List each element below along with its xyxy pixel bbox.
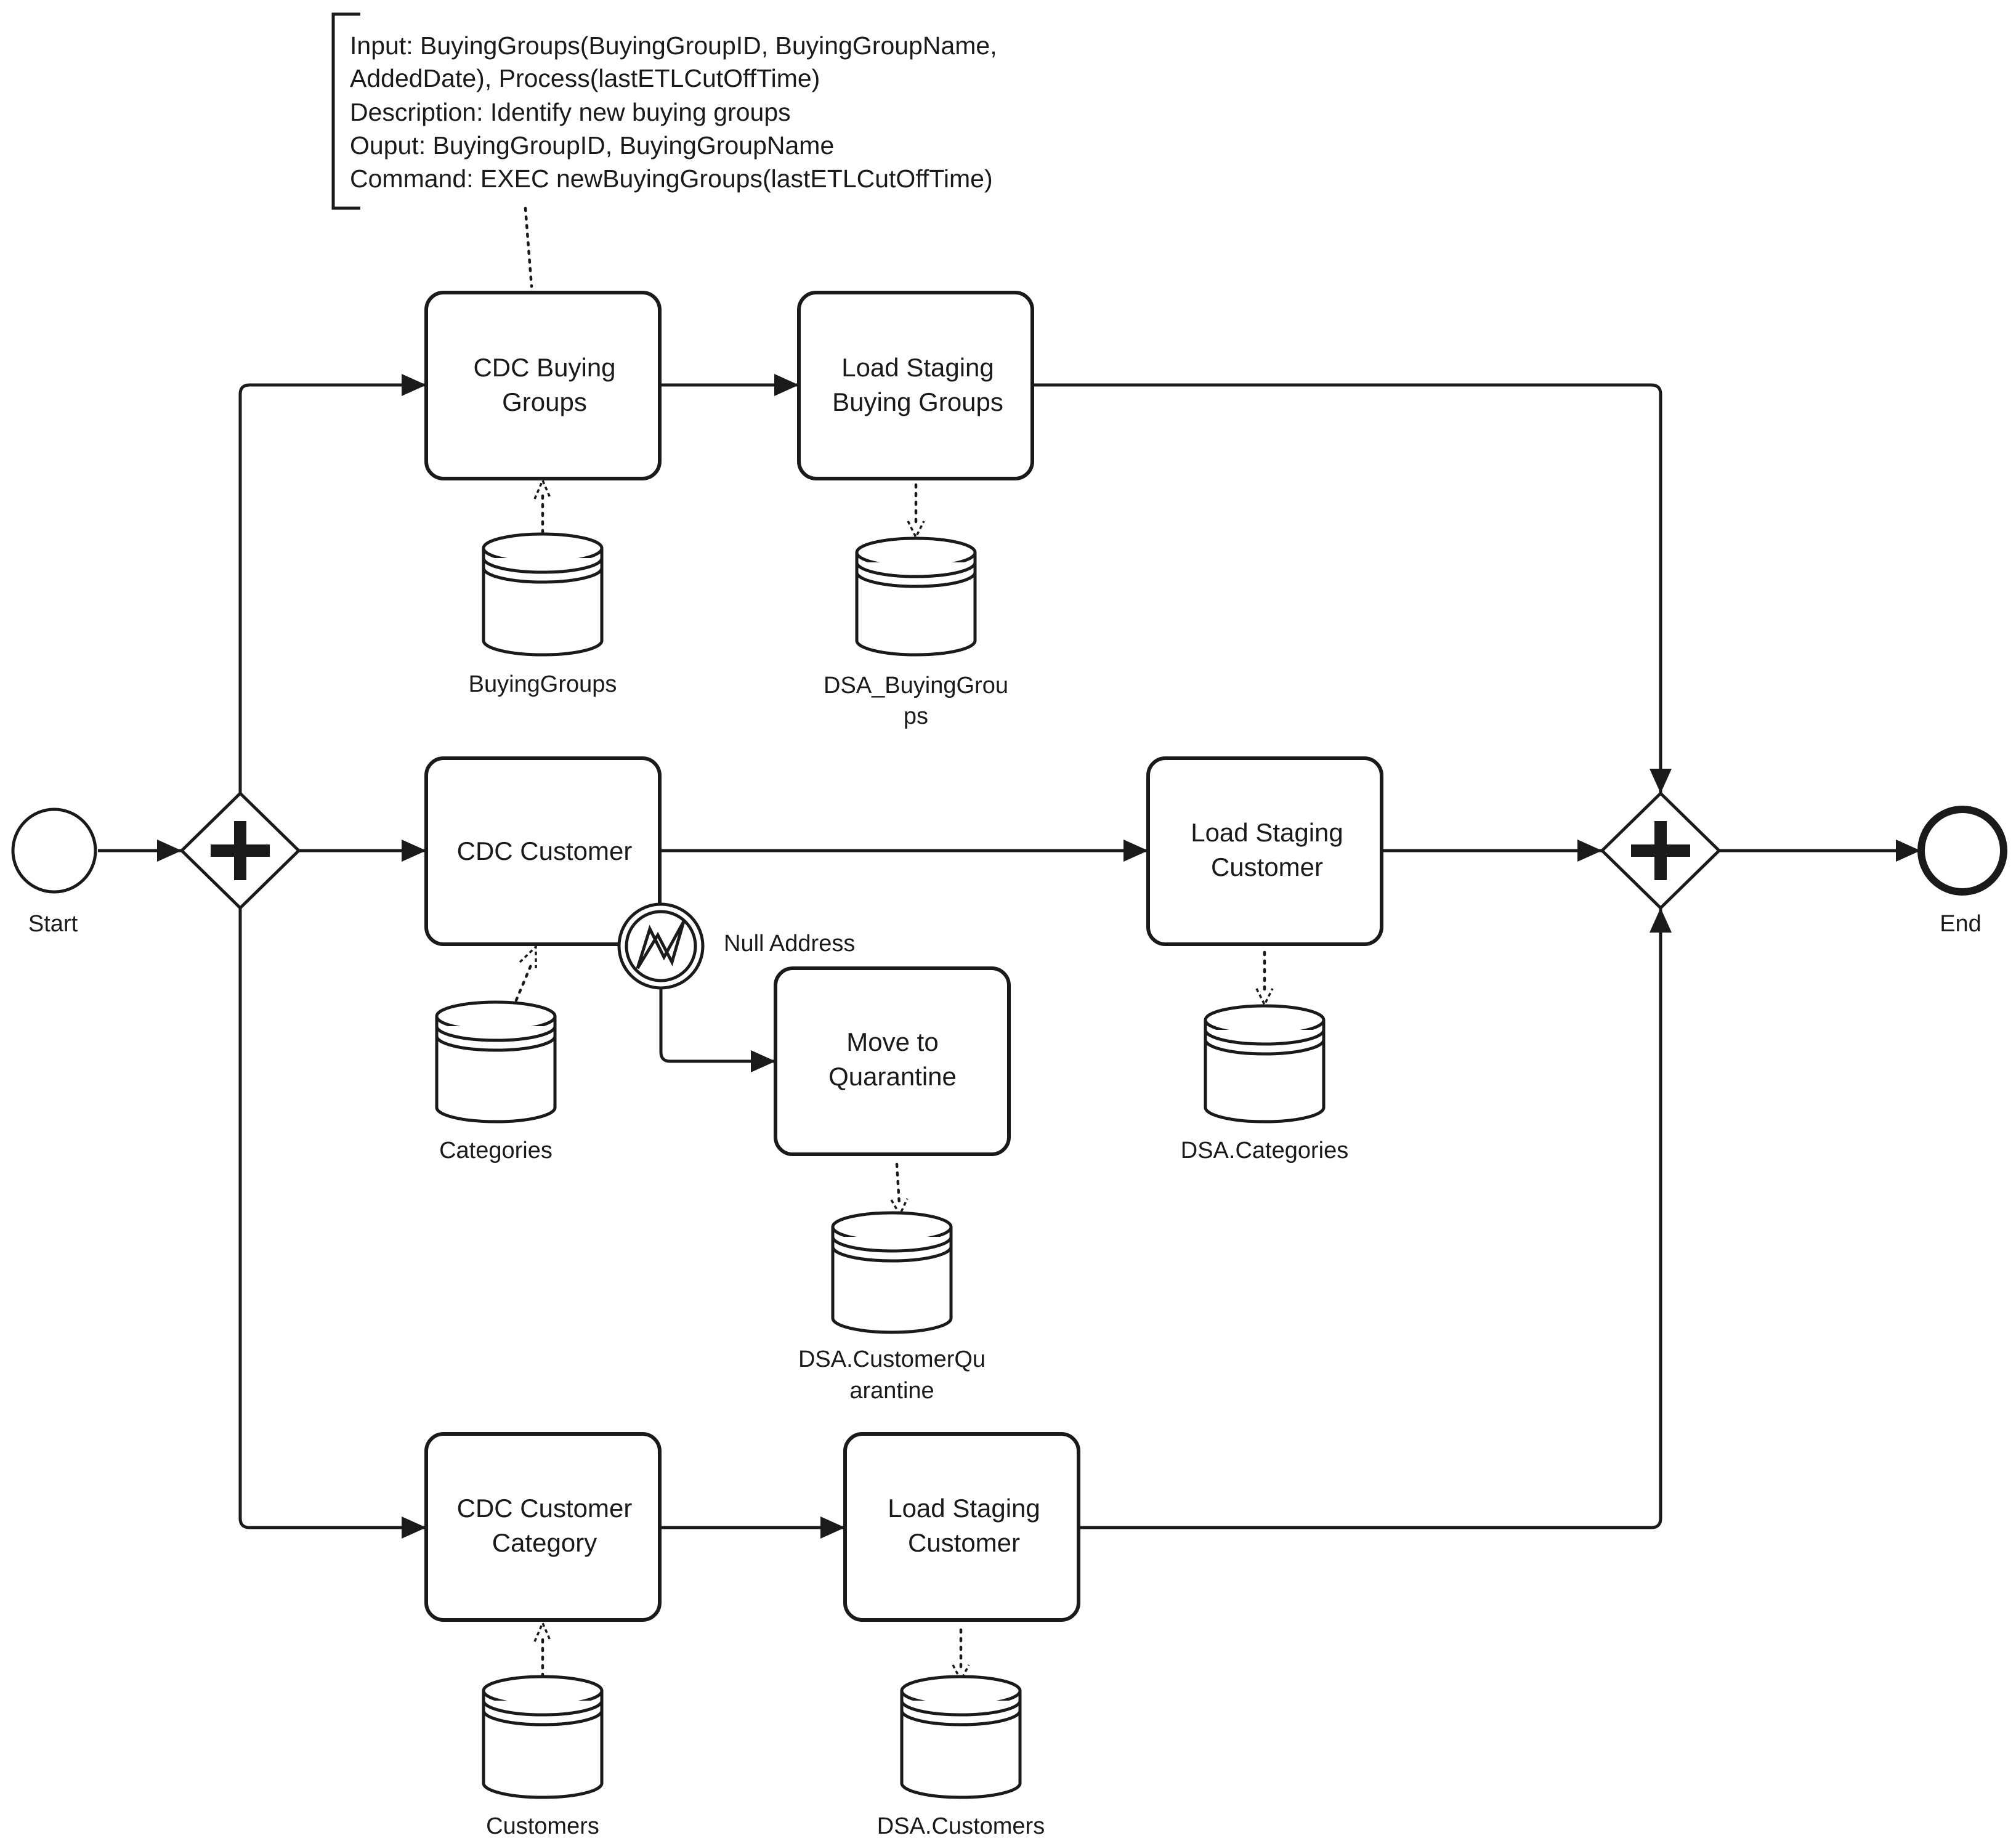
data-store-label: BuyingGroups bbox=[469, 671, 617, 697]
data-store-categories[interactable]: Categories bbox=[435, 1000, 557, 1164]
task-cdc-customer[interactable]: CDC Customer bbox=[424, 756, 662, 946]
flow-load-staging-customer-bottom-to-join bbox=[1079, 908, 1672, 1529]
annotation-association bbox=[524, 206, 533, 288]
plus-icon bbox=[211, 821, 270, 880]
boundary-event-label: Null Address bbox=[724, 931, 855, 957]
task-label: CDC Customer bbox=[457, 836, 633, 865]
flow-split-to-cdc-customer-category bbox=[238, 908, 426, 1539]
task-label-line-2: Groups bbox=[502, 387, 587, 416]
task-label-line-1: Load Staging bbox=[1191, 818, 1343, 847]
text-annotation: Input: BuyingGroups(BuyingGroupID, Buyin… bbox=[331, 12, 997, 210]
data-store-label-line-2: ps bbox=[904, 703, 928, 729]
data-store-dsa-categories[interactable]: DSA.Categories bbox=[1181, 1004, 1348, 1164]
data-store-label-line-1: DSA.CustomerQu bbox=[798, 1346, 986, 1372]
assoc-head-categories bbox=[519, 944, 537, 968]
annotation-line-4: Ouput: BuyingGroupID, BuyingGroupName bbox=[350, 131, 834, 160]
flow-split-to-cdc-buying-groups bbox=[238, 374, 426, 793]
end-event-label: End bbox=[1940, 911, 1982, 937]
start-event-label: Start bbox=[28, 911, 78, 937]
assoc-head-dsa-customers bbox=[952, 1664, 970, 1683]
data-store-label: DSA.Customers bbox=[877, 1813, 1045, 1839]
task-label-line-1: Load Staging bbox=[841, 353, 994, 382]
data-store-dsa-customers[interactable]: DSA.Customers bbox=[877, 1675, 1045, 1839]
task-cdc-buying-groups[interactable]: CDC Buying Groups bbox=[424, 291, 662, 480]
data-store-label: Customers bbox=[486, 1813, 599, 1839]
task-load-staging-customer[interactable]: Load Staging Customer bbox=[1146, 756, 1383, 946]
data-store-label-line-1: DSA_BuyingGrou bbox=[824, 673, 1008, 698]
task-load-staging-customer-bottom[interactable]: Load Staging Customer bbox=[843, 1432, 1080, 1622]
parallel-gateway-split[interactable] bbox=[179, 791, 301, 910]
task-label-line-2: Category bbox=[492, 1528, 597, 1557]
annotation-line-5: Command: EXEC newBuyingGroups(lastETLCut… bbox=[350, 164, 993, 193]
start-event[interactable]: Start bbox=[11, 808, 97, 937]
data-store-dsa-customer-quarantine[interactable]: DSA.CustomerQu arantine bbox=[798, 1211, 986, 1404]
data-store-dsa-buyinggroups[interactable]: DSA_BuyingGrou ps bbox=[824, 536, 1008, 729]
boundary-error-event[interactable]: Null Address bbox=[617, 902, 855, 990]
assoc-head-dsa-categories bbox=[1255, 988, 1274, 1007]
data-associations bbox=[514, 477, 1274, 1683]
sequence-flows bbox=[98, 374, 1921, 1539]
task-label-line-1: Load Staging bbox=[888, 1494, 1040, 1523]
parallel-gateway-join[interactable] bbox=[1600, 791, 1722, 910]
task-load-staging-buying-groups[interactable]: Load Staging Buying Groups bbox=[797, 291, 1034, 480]
task-label-line-2: Quarantine bbox=[828, 1062, 957, 1091]
data-store-label: DSA.Categories bbox=[1181, 1138, 1348, 1164]
task-label-line-1: CDC Customer bbox=[457, 1494, 633, 1523]
plus-icon bbox=[1631, 821, 1690, 880]
data-store-buyinggroups[interactable]: BuyingGroups bbox=[469, 532, 617, 697]
task-label-line-1: Move to bbox=[846, 1027, 938, 1056]
task-cdc-customer-category[interactable]: CDC Customer Category bbox=[424, 1432, 662, 1622]
assoc-categories-to-cdc-customer bbox=[514, 959, 535, 1002]
task-label-line-1: CDC Buying bbox=[473, 353, 615, 382]
flow-null-address-to-quarantine bbox=[659, 989, 775, 1072]
task-move-to-quarantine[interactable]: Move to Quarantine bbox=[774, 966, 1011, 1156]
flow-load-staging-buying-groups-to-join bbox=[1032, 383, 1672, 793]
data-store-customers[interactable]: Customers bbox=[482, 1675, 604, 1839]
task-label-line-2: Customer bbox=[908, 1528, 1020, 1557]
annotation-line-1: Input: BuyingGroups(BuyingGroupID, Buyin… bbox=[350, 31, 997, 60]
end-event[interactable]: End bbox=[1917, 806, 2007, 937]
assoc-head-dsa-buyinggroups bbox=[907, 520, 925, 540]
annotation-line-2: AddedDate), Process(lastETLCutOffTime) bbox=[350, 64, 820, 92]
assoc-quarantine-to-dsa-quarantine bbox=[895, 1162, 901, 1206]
annotation-line-3: Description: Identify new buying groups bbox=[350, 98, 791, 126]
task-label-line-2: Customer bbox=[1211, 852, 1323, 881]
data-store-label-line-2: arantine bbox=[849, 1378, 934, 1404]
error-lightning-icon bbox=[636, 920, 686, 970]
data-store-label: Categories bbox=[439, 1138, 553, 1164]
task-label-line-2: Buying Groups bbox=[832, 387, 1003, 416]
